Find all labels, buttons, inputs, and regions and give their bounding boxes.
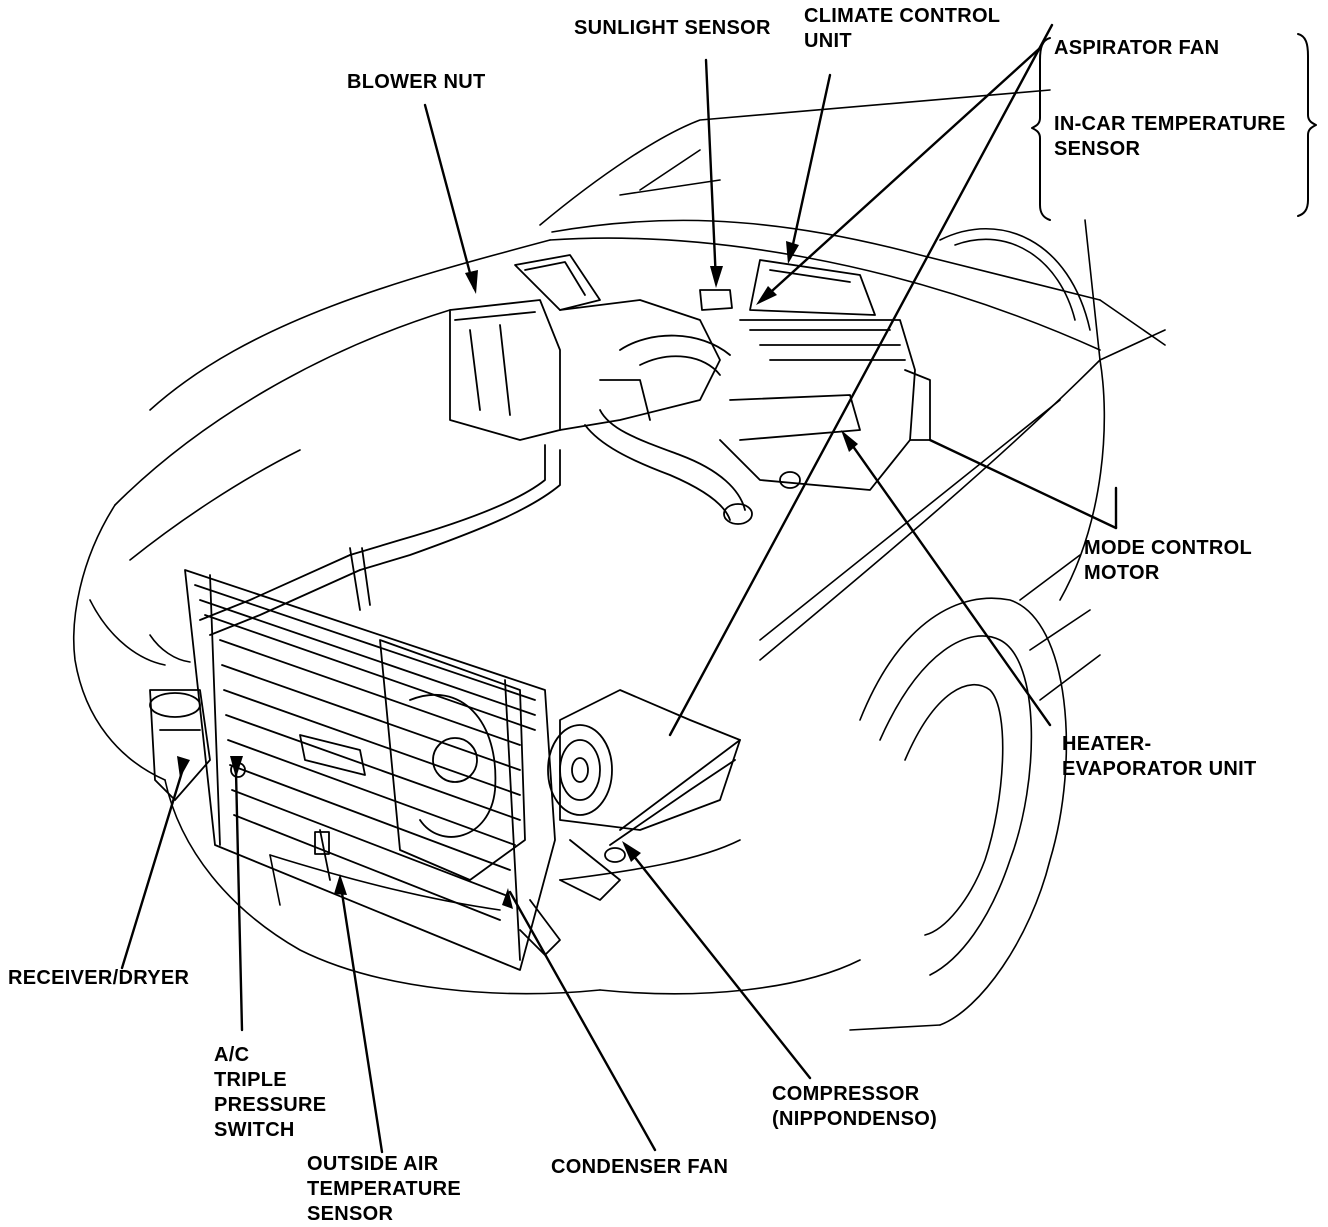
group-bracket	[1031, 33, 1317, 221]
compressor-art	[519, 689, 741, 956]
label-ac-triple-pressure-switch: A/C TRIPLE PRESSURE SWITCH	[214, 1043, 326, 1143]
label-sunlight-sensor: SUNLIGHT SENSOR	[574, 16, 771, 41]
label-line: TRIPLE	[214, 1069, 287, 1091]
label-line: BLOWER NUT	[347, 71, 486, 93]
leader-in-car-sensor	[668, 23, 1054, 737]
leader-mode-control-motor-a	[928, 438, 1118, 530]
label-blower-nut: BLOWER NUT	[347, 70, 486, 95]
label-line: SWITCH	[214, 1119, 295, 1141]
label-climate-control-unit: CLIMATE CONTROL UNIT	[804, 4, 1000, 54]
label-line: (NIPPONDENSO)	[772, 1108, 938, 1130]
leader-outside-air-sensor	[338, 878, 384, 1154]
leader-receiver-dryer	[120, 770, 184, 970]
car-body-outline	[72, 89, 1166, 1031]
label-line: MOTOR	[1084, 562, 1160, 584]
label-line: HEATER-	[1062, 733, 1152, 755]
label-line: IN-CAR TEMPERATURE	[1054, 113, 1286, 135]
leader-lines	[120, 23, 1118, 1154]
leader-compressor	[623, 843, 812, 1080]
leader-blower-nut	[423, 103, 476, 290]
label-line: SENSOR	[307, 1203, 394, 1225]
label-line: SUNLIGHT SENSOR	[574, 17, 771, 39]
heater-evaporator-unit-art	[199, 254, 931, 636]
label-line: SENSOR	[1054, 138, 1141, 160]
label-condenser-fan: CONDENSER FAN	[551, 1155, 728, 1180]
leader-sunlight-sensor	[704, 58, 718, 284]
label-aspirator-fan: ASPIRATOR FAN	[1054, 36, 1219, 61]
label-receiver-dryer: RECEIVER/DRYER	[8, 966, 189, 991]
label-in-car-temperature-sensor: IN-CAR TEMPERATURE SENSOR	[1054, 112, 1286, 162]
label-line: TEMPERATURE	[307, 1178, 462, 1200]
label-line: UNIT	[804, 30, 852, 52]
arrowheads	[177, 241, 858, 909]
label-heater-evaporator-unit: HEATER- EVAPORATOR UNIT	[1062, 732, 1257, 782]
leader-heater-evaporator	[843, 433, 1052, 727]
leader-condenser-fan	[508, 890, 657, 1152]
label-line: COMPRESSOR	[772, 1083, 920, 1105]
leader-aspirator-fan	[760, 46, 1042, 302]
label-compressor: COMPRESSOR (NIPPONDENSO)	[772, 1082, 937, 1132]
label-line: PRESSURE	[214, 1094, 327, 1116]
leader-climate-control-unit	[788, 73, 832, 260]
label-line: CLIMATE CONTROL	[804, 5, 1001, 27]
label-line: ASPIRATOR FAN	[1054, 37, 1220, 59]
label-line: A/C	[214, 1044, 250, 1066]
label-mode-control-motor: MODE CONTROL MOTOR	[1084, 536, 1252, 586]
label-outside-air-temperature-sensor: OUTSIDE AIR TEMPERATURE SENSOR	[307, 1152, 461, 1227]
condenser-art	[149, 569, 556, 971]
label-line: CONDENSER FAN	[551, 1156, 729, 1178]
label-line: EVAPORATOR UNIT	[1062, 758, 1257, 780]
label-line: MODE CONTROL	[1084, 537, 1253, 559]
leader-triple-switch	[234, 770, 244, 1032]
label-line: RECEIVER/DRYER	[8, 967, 190, 989]
label-line: OUTSIDE AIR	[307, 1153, 439, 1175]
